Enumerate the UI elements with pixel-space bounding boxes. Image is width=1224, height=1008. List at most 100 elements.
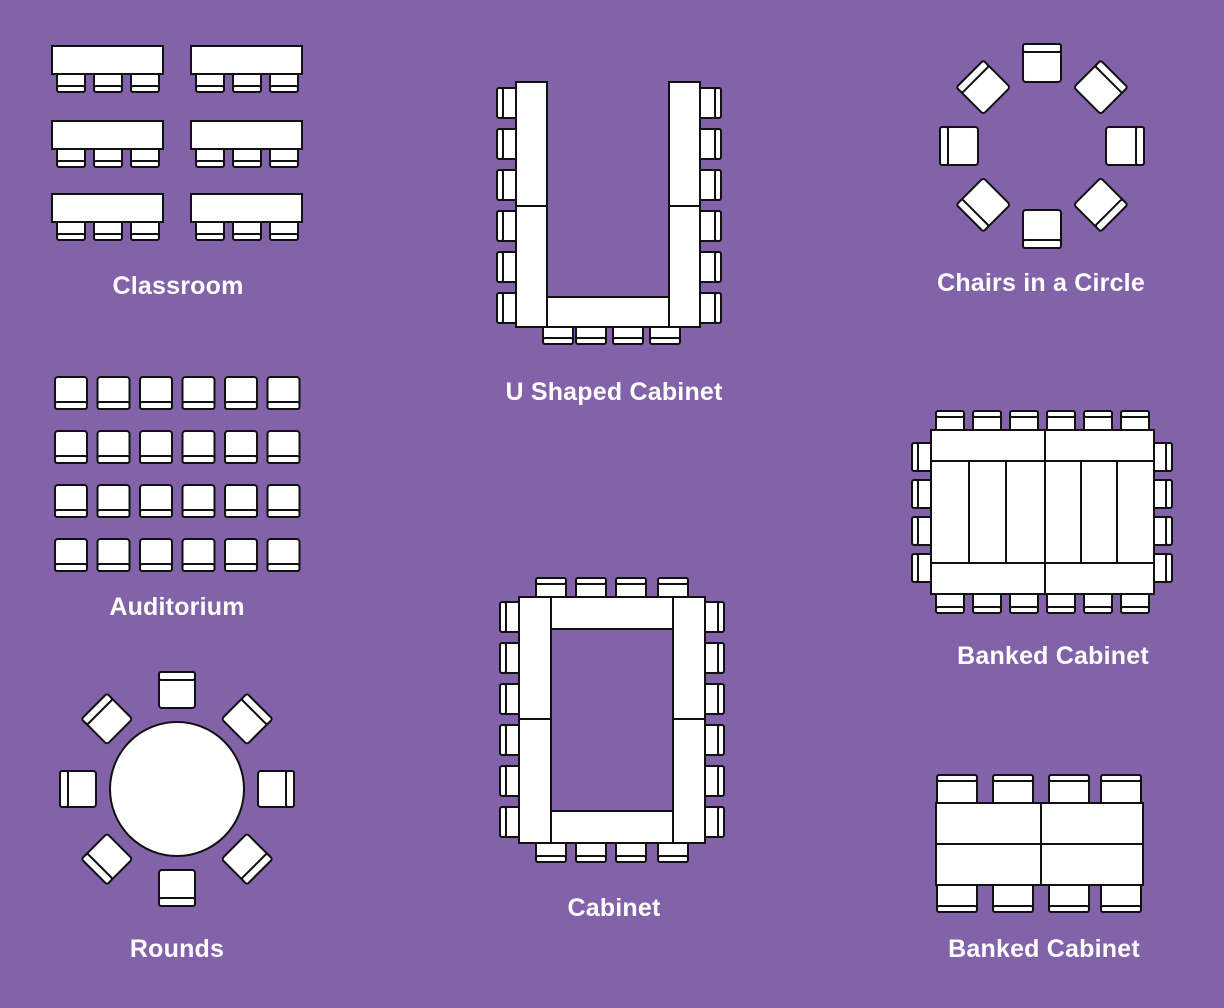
chair <box>1048 774 1090 806</box>
chair-back <box>496 210 504 242</box>
chair-back <box>499 601 507 633</box>
table <box>518 596 552 720</box>
table <box>1044 562 1155 595</box>
label-cabinet: Cabinet <box>567 894 661 922</box>
chair-back <box>496 251 504 283</box>
table <box>1080 460 1118 564</box>
chair-back <box>657 577 689 585</box>
chair-back <box>717 765 725 797</box>
chair <box>139 430 173 464</box>
label-rounds: Rounds <box>129 935 225 963</box>
chair <box>96 538 131 572</box>
table <box>550 596 674 630</box>
chair <box>96 376 131 410</box>
label-auditorium: Auditorium <box>109 593 245 621</box>
chair-back <box>59 770 69 808</box>
chair-back <box>936 905 978 913</box>
layout-classroom <box>51 45 303 241</box>
chair-back <box>181 455 216 464</box>
chair <box>181 376 216 410</box>
table <box>546 296 670 328</box>
chair <box>96 484 131 518</box>
round-table <box>109 721 245 857</box>
table <box>935 843 1042 886</box>
chair-back <box>1120 606 1150 614</box>
chair-back <box>266 455 301 464</box>
table <box>672 596 706 720</box>
chair <box>1074 178 1128 232</box>
table <box>935 802 1042 845</box>
chair-back <box>935 606 965 614</box>
table <box>930 562 1046 595</box>
chair-back <box>542 337 574 345</box>
chair-back <box>615 855 647 863</box>
chair-back <box>992 774 1034 782</box>
chair-back <box>195 233 225 241</box>
chair-back <box>714 251 722 283</box>
chair-back <box>717 601 725 633</box>
label-chairs-in-a-circle: Chairs in a Circle <box>937 269 1145 297</box>
chair-back <box>992 905 1034 913</box>
chair <box>158 671 196 709</box>
chair-back <box>649 337 681 345</box>
table <box>190 193 303 223</box>
label-banked-cabinet-1: Banked Cabinet <box>957 642 1149 670</box>
chair <box>1100 774 1142 806</box>
chair-back <box>93 85 123 93</box>
chair <box>1100 881 1142 913</box>
chair-back <box>241 853 273 885</box>
chair <box>1022 43 1062 83</box>
chair-back <box>956 198 990 232</box>
layout-rounds <box>59 671 295 907</box>
table <box>672 718 706 844</box>
chair-back <box>93 233 123 241</box>
layout-chairs-in-a-circle <box>939 43 1145 249</box>
chair-back <box>939 126 949 166</box>
chair-back <box>139 563 173 572</box>
chair <box>696 292 722 324</box>
chair <box>1074 60 1128 114</box>
chair-back <box>717 642 725 674</box>
chair-back <box>232 85 262 93</box>
chair-back <box>1094 198 1128 232</box>
chair-back <box>714 128 722 160</box>
chair-back <box>269 160 299 168</box>
chair-back <box>499 683 507 715</box>
chair-back <box>96 563 131 572</box>
chair <box>1048 881 1090 913</box>
chair-back <box>93 160 123 168</box>
chair-back <box>1083 410 1113 418</box>
table <box>668 205 701 328</box>
table <box>515 81 548 207</box>
table <box>1005 460 1046 564</box>
chair-back <box>181 401 216 410</box>
chair-back <box>181 563 216 572</box>
label-classroom: Classroom <box>112 272 244 300</box>
table <box>515 205 548 328</box>
chair-back <box>266 509 301 518</box>
chair-back <box>1046 410 1076 418</box>
chair <box>956 178 1010 232</box>
chair-back <box>499 806 507 838</box>
chair-back <box>615 577 647 585</box>
table <box>968 460 1007 564</box>
chair <box>224 430 258 464</box>
chair-back <box>195 85 225 93</box>
chair-back <box>81 853 113 885</box>
chair-back <box>81 693 113 725</box>
chair-back <box>935 410 965 418</box>
chair-back <box>56 233 86 241</box>
table <box>930 429 1046 462</box>
chair-back <box>1165 553 1173 583</box>
chair-back <box>266 563 301 572</box>
label-banked-cabinet-2: Banked Cabinet <box>948 935 1140 963</box>
chair <box>158 869 196 907</box>
chair-back <box>139 401 173 410</box>
chair-back <box>499 765 507 797</box>
chair-back <box>224 401 258 410</box>
table <box>930 460 970 564</box>
chair <box>181 538 216 572</box>
table <box>51 120 164 150</box>
chair <box>221 833 273 885</box>
chair-back <box>232 160 262 168</box>
